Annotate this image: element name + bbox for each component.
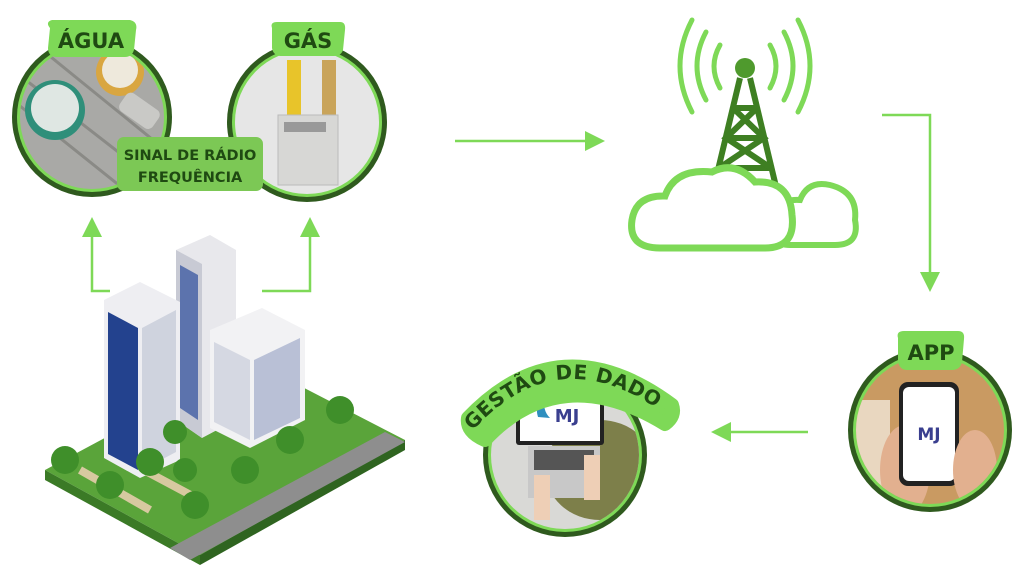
radio-tower-icon: [677, 17, 813, 196]
svg-text:GÁS: GÁS: [284, 28, 333, 53]
gas-label: GÁS: [271, 22, 346, 56]
app-label: APP: [897, 331, 965, 370]
arrow-up-water: [82, 217, 110, 293]
svg-text:APP: APP: [907, 341, 954, 365]
svg-text:ÁGUA: ÁGUA: [58, 28, 125, 53]
arrow-up-gas: [262, 217, 320, 293]
buildings-illustration: [45, 235, 405, 565]
gas-meter-image: [227, 42, 387, 202]
app-logo: MJ: [917, 425, 940, 445]
radio-frequency-label: SINAL DE RÁDIO FREQUÊNCIA: [117, 137, 263, 191]
smartphone-image: MJ: [848, 348, 1012, 512]
flow-arrows: [82, 113, 940, 442]
arrow-down-app: [882, 113, 940, 292]
laptop-logo: MJ: [555, 406, 580, 427]
water-meter-image: [12, 37, 172, 197]
svg-text:FREQUÊNCIA: FREQUÊNCIA: [138, 169, 243, 186]
cloud-icon: [628, 164, 859, 252]
svg-text:SINAL DE RÁDIO: SINAL DE RÁDIO: [124, 147, 257, 164]
water-label: ÁGUA: [47, 20, 137, 57]
